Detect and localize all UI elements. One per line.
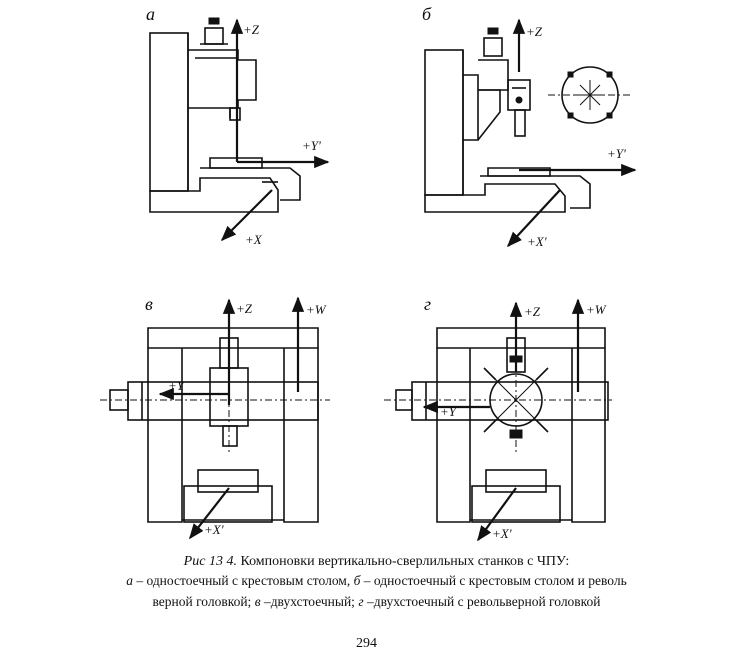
panel-a-base [149, 177, 279, 213]
panel-v-letter: в [145, 294, 153, 314]
panel-a-y-label: +Y' [302, 138, 321, 153]
caption-a-text: – одностоечный с крестовым столом, [136, 573, 351, 588]
panel-a: а +Z +Y' +X [146, 4, 330, 247]
panel-v: в +Z +W +Y +X' [100, 294, 330, 540]
caption-b-text: – одностоечный с крестовым столом и рево… [363, 573, 627, 588]
panel-a-z-label: +Z [243, 22, 260, 37]
caption-a-letter: а [126, 573, 133, 588]
caption-line-2: а – одностоечный с крестовым столом, б –… [0, 571, 753, 590]
panel-g-x-label: +X' [492, 526, 512, 541]
panel-b-y-label: +Y' [607, 146, 626, 161]
panel-a-x-label: +X [245, 232, 263, 247]
panel-b: б +Z +Y' +X' [422, 4, 637, 249]
panel-g-y-label: +Y [440, 404, 458, 419]
panel-v-x-label: +X' [204, 522, 224, 537]
caption-line3-start: верной головкой; [152, 594, 252, 609]
panel-g-letter: г [424, 294, 431, 314]
caption-g-text: –двухстоечный с револьверной головкой [366, 594, 601, 609]
panel-v-w-label: +W [306, 302, 327, 317]
panel-b-z-label: +Z [526, 24, 543, 39]
panel-b-head [478, 59, 509, 91]
panel-v-y-label: +Y [168, 378, 186, 393]
panel-a-x-axis [220, 189, 273, 242]
panel-g-w-label: +W [586, 302, 607, 317]
panel-b-turret [507, 79, 531, 111]
caption-g-letter: г [358, 594, 364, 609]
panel-b-letter: б [422, 4, 432, 24]
panel-b-column [424, 49, 464, 196]
caption-v-letter: в [254, 594, 261, 609]
panel-a-letter: а [146, 4, 155, 24]
panel-g-x-axis [477, 487, 517, 542]
page-number: 294 [356, 636, 377, 651]
caption-v-text: –двухстоечный; [263, 594, 355, 609]
caption-line-3: верной головкой; в –двухстоечный; г –дву… [0, 592, 753, 611]
caption-title-line: Рис 13 4. Компоновки вертикально-сверлил… [0, 552, 753, 571]
panel-b-x-axis [506, 189, 561, 248]
panel-v-ram [127, 381, 319, 421]
panel-a-column [149, 32, 189, 192]
panel-v-z-label: +Z [236, 301, 253, 316]
figure-ref: Рис 13 4. [183, 554, 237, 569]
caption-b-letter: б [353, 573, 361, 588]
panel-g-z-label: +Z [524, 304, 541, 319]
panel-v-x-axis [189, 487, 230, 540]
figure-title: Компоновки вертикально-сверлильных станк… [240, 554, 570, 569]
panel-b-x-label: +X' [527, 234, 547, 249]
panel-g: г +Z +W +Y +X' [384, 294, 612, 542]
